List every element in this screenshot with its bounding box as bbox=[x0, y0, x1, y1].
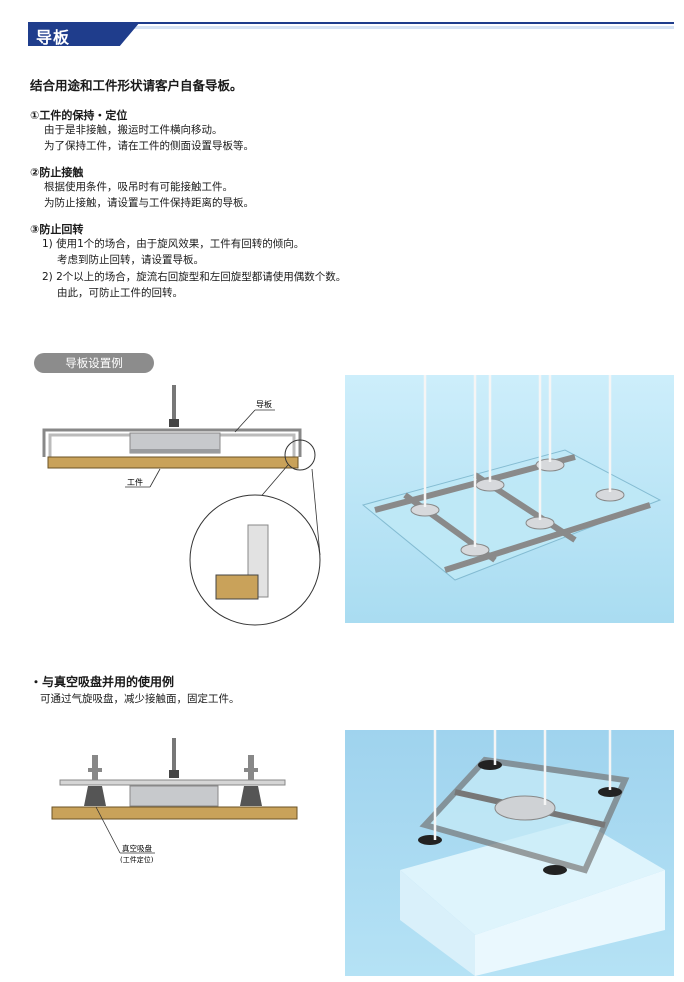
label-vacuum-leader bbox=[95, 806, 121, 854]
top-plate bbox=[59, 779, 286, 786]
workpiece bbox=[51, 806, 298, 820]
section-2-title: ②防止接触 bbox=[30, 166, 84, 179]
glass-plate bbox=[361, 449, 662, 581]
section-1-title: ①工件的保持・定位 bbox=[30, 109, 128, 122]
label-work: 工件 bbox=[127, 477, 143, 487]
guide-frame-outer bbox=[42, 428, 302, 457]
magnify-leader-2 bbox=[311, 468, 321, 556]
lead-text: 结合用途和工件形状请客户自备导板。 bbox=[30, 78, 243, 93]
magnify-workpiece bbox=[215, 574, 259, 600]
header-tab bbox=[28, 22, 140, 46]
nozzle bbox=[169, 419, 179, 427]
section-1-line-2: 为了保持工件，请在工件的侧面设置导板等。 bbox=[44, 140, 254, 152]
example-pill: 导板设置例 bbox=[34, 353, 154, 373]
label-vacuum-1: 真空吸盘 bbox=[122, 843, 152, 853]
disk-pad bbox=[129, 785, 219, 807]
nozzle bbox=[169, 770, 179, 778]
header-rule-light bbox=[120, 26, 674, 29]
header-rule bbox=[28, 22, 674, 24]
vacuum-photo bbox=[345, 730, 674, 976]
section-3-line-1: 1) 使用1个的场合，由于旋风效果，工件有回转的倾向。 bbox=[42, 238, 305, 250]
section-3-line-4: 由此，可防止工件的回转。 bbox=[57, 287, 183, 299]
section-3-title: ③防止回转 bbox=[30, 223, 84, 236]
vacuum-diagram: 真空吸盘 (工件定位) bbox=[51, 738, 298, 864]
label-vacuum-2: (工件定位) bbox=[120, 855, 154, 864]
suction-cup-left bbox=[84, 786, 106, 806]
vacuum-title: ・与真空吸盘并用的使用例 bbox=[30, 675, 175, 689]
section-1-line-1: 由于是非接触，搬运时工件横向移动。 bbox=[44, 124, 223, 136]
vacuum-body: 可通过气旋吸盘，减少接触面，固定工件。 bbox=[40, 693, 240, 705]
section-3-line-2: 考虑到防止回转，请设置导板。 bbox=[57, 254, 204, 266]
label-work-leader bbox=[149, 468, 161, 488]
stem bbox=[172, 385, 176, 423]
block-left bbox=[400, 870, 475, 976]
section-2-line-2: 为防止接触，请设置与工件保持距离的导板。 bbox=[44, 197, 254, 209]
suction-cup-right bbox=[240, 786, 262, 806]
disk-pad bbox=[494, 795, 556, 821]
block-top bbox=[400, 820, 665, 935]
label-guide-leader bbox=[234, 409, 256, 433]
guide-plate-diagram: 导板 工件 bbox=[42, 385, 321, 626]
magnify-small-circle bbox=[284, 439, 316, 471]
section-2-line-1: 根据使用条件，吸吊时有可能接触工件。 bbox=[44, 181, 233, 193]
guide-plate-photo bbox=[345, 375, 674, 623]
section-3-line-3: 2) 2个以上的场合，旋流右回旋型和左回旋型都请使用偶数个数。 bbox=[42, 271, 347, 283]
label-guide: 导板 bbox=[256, 399, 272, 409]
stem bbox=[172, 738, 176, 776]
disk-pad-bottom bbox=[130, 449, 220, 453]
block-right bbox=[475, 870, 665, 976]
page-title: 导板 bbox=[36, 28, 71, 47]
workpiece bbox=[47, 456, 299, 469]
